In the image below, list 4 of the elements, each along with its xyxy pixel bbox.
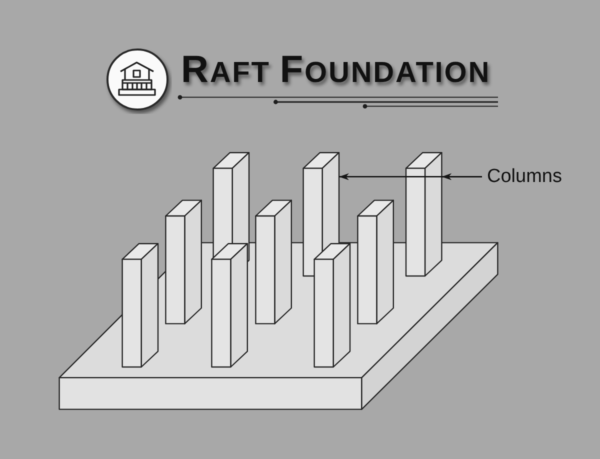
- leader-arrow: [442, 173, 482, 180]
- callout-label: Columns: [482, 166, 562, 188]
- column: [405, 152, 442, 277]
- diagram-title: RAFT FOUNDATION: [181, 50, 491, 93]
